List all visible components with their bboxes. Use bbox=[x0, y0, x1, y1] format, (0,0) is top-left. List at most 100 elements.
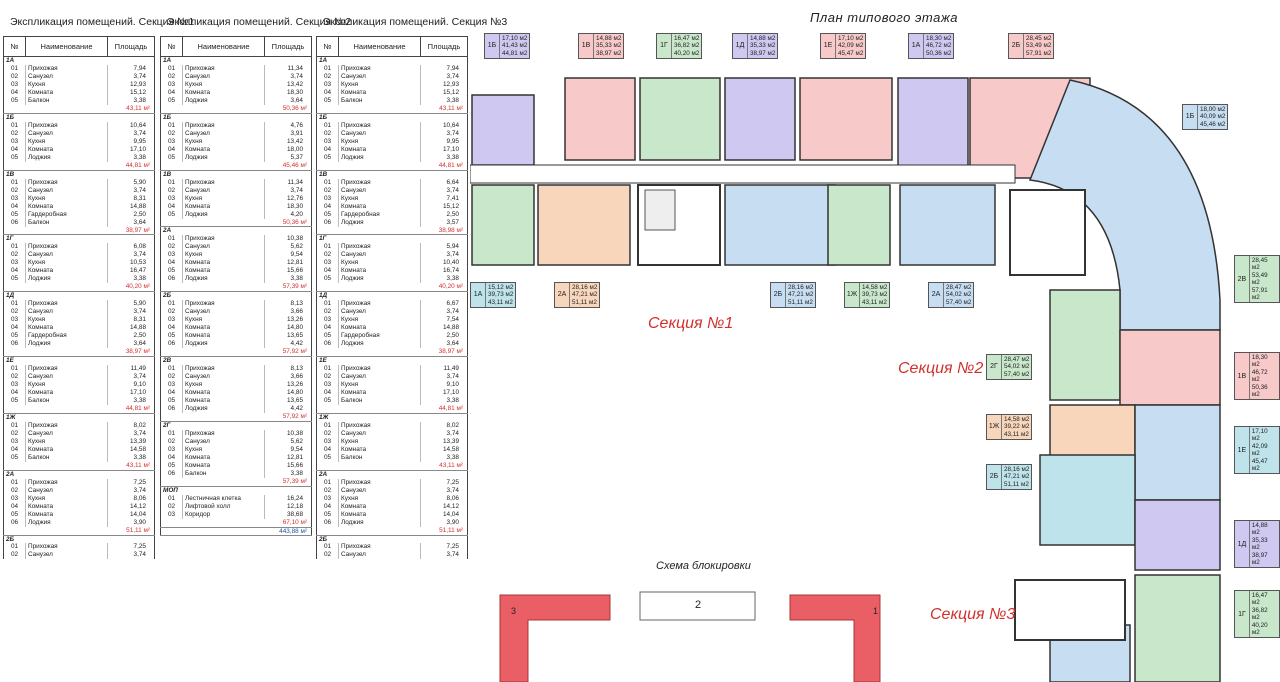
room-area: 2,50 bbox=[446, 210, 459, 218]
room-number: 03 bbox=[3, 80, 26, 89]
room-number: 01 bbox=[316, 64, 339, 73]
room-number: 05 bbox=[3, 332, 26, 341]
apartment-code: 2Б bbox=[3, 534, 155, 544]
room-area: 16,74 bbox=[443, 267, 459, 275]
area-value: 14,58 м2 bbox=[1004, 416, 1030, 423]
total-area: 40,20 м² bbox=[316, 283, 468, 293]
room-number: 04 bbox=[160, 88, 183, 97]
room-area: 3,74 bbox=[133, 186, 146, 194]
room-number: 04 bbox=[160, 259, 183, 268]
total-area: 38,98 м² bbox=[316, 226, 468, 236]
room-name: Комната bbox=[25, 88, 108, 97]
group-total: 50,36 м² bbox=[160, 218, 312, 228]
room-number: 03 bbox=[3, 380, 26, 389]
room-area: 2,50 bbox=[133, 332, 146, 340]
room-area: 3,74 bbox=[133, 429, 146, 437]
room-number: 04 bbox=[160, 145, 183, 154]
room-area: 16,47 bbox=[130, 267, 146, 275]
table-title: Экспликация помещений. Секция №1 bbox=[10, 16, 195, 28]
room-name: Кухня bbox=[25, 259, 108, 268]
apartment-code: 1В bbox=[316, 169, 468, 179]
room-name: Прихожая bbox=[338, 300, 421, 309]
room-number: 02 bbox=[160, 243, 183, 252]
group-header: 1Ж bbox=[316, 412, 468, 422]
room-area: 13,39 bbox=[443, 437, 459, 445]
room-name: Лестничная клетка bbox=[182, 494, 265, 503]
room-name: Санузел bbox=[182, 243, 265, 252]
room-name: Лоджия bbox=[182, 404, 265, 413]
total-area: 43,11 м² bbox=[3, 104, 155, 114]
area-value: 15,12 м2 bbox=[488, 284, 514, 291]
area-value: 28,45 м2 bbox=[1026, 35, 1052, 42]
room-number: 05 bbox=[316, 96, 339, 105]
group-total: 43,11 м² bbox=[316, 461, 468, 471]
room-name: Прихожая bbox=[182, 300, 265, 309]
room-area: 6,08 bbox=[133, 243, 146, 251]
group-total: 38,98 м² bbox=[316, 226, 468, 236]
room-number: 03 bbox=[160, 380, 183, 389]
room-name: Комната bbox=[182, 145, 265, 154]
area-value: 18,30 м2 bbox=[926, 35, 952, 42]
group-total: 43,11 м² bbox=[3, 104, 155, 114]
group-header: 1В bbox=[3, 169, 155, 179]
room-number: 05 bbox=[160, 210, 183, 219]
group-total: 44,81 м² bbox=[3, 161, 155, 171]
room-area: 7,41 bbox=[446, 194, 459, 202]
room-name: Комната bbox=[25, 502, 108, 511]
apartment-code: МОП bbox=[160, 485, 312, 495]
room-name: Гардеробная bbox=[338, 210, 421, 219]
scheme-number-3: 3 bbox=[511, 606, 517, 616]
room-area: 8,02 bbox=[133, 421, 146, 429]
room-number: 06 bbox=[3, 340, 26, 349]
room-number: 01 bbox=[3, 543, 26, 552]
apartment-code: 1Е bbox=[3, 356, 155, 365]
room-name: Комната bbox=[182, 332, 265, 341]
room-number: 01 bbox=[160, 494, 183, 503]
apartment-type: 1Е bbox=[823, 42, 833, 50]
room-name: Санузел bbox=[25, 486, 108, 495]
room-area: 3,74 bbox=[446, 486, 459, 494]
area-value: 45,47 м2 bbox=[1251, 457, 1268, 473]
room-name: Балкон bbox=[182, 469, 265, 478]
area-value: 53,49 м2 bbox=[1251, 271, 1268, 287]
apartment-type: 1Г bbox=[660, 42, 668, 50]
room-area: 3,64 bbox=[133, 340, 146, 348]
room-number: 04 bbox=[316, 502, 339, 511]
room-name: Прихожая bbox=[25, 478, 108, 487]
room-area: 10,64 bbox=[130, 121, 146, 129]
room-area: 3,74 bbox=[290, 186, 303, 194]
apartment-type: 2Б bbox=[1011, 42, 1021, 50]
area-value: 45,46 м2 bbox=[1200, 120, 1226, 128]
room-name: Комната bbox=[25, 202, 108, 211]
apartment-type: 1А bbox=[911, 42, 921, 50]
area-value: 44,81 м2 bbox=[502, 49, 528, 57]
room-area: 17,10 bbox=[130, 145, 146, 153]
room-name: Комната bbox=[338, 267, 421, 276]
group-total: 40,20 м² bbox=[3, 283, 155, 293]
group-total: 38,97 м² bbox=[3, 348, 155, 358]
room-name: Кухня bbox=[182, 251, 265, 260]
area-value: 28,47 м2 bbox=[946, 284, 972, 291]
scheme-number-1: 1 bbox=[873, 606, 879, 616]
room-area: 15,12 bbox=[443, 202, 459, 210]
room-name: Лоджия bbox=[338, 218, 421, 227]
